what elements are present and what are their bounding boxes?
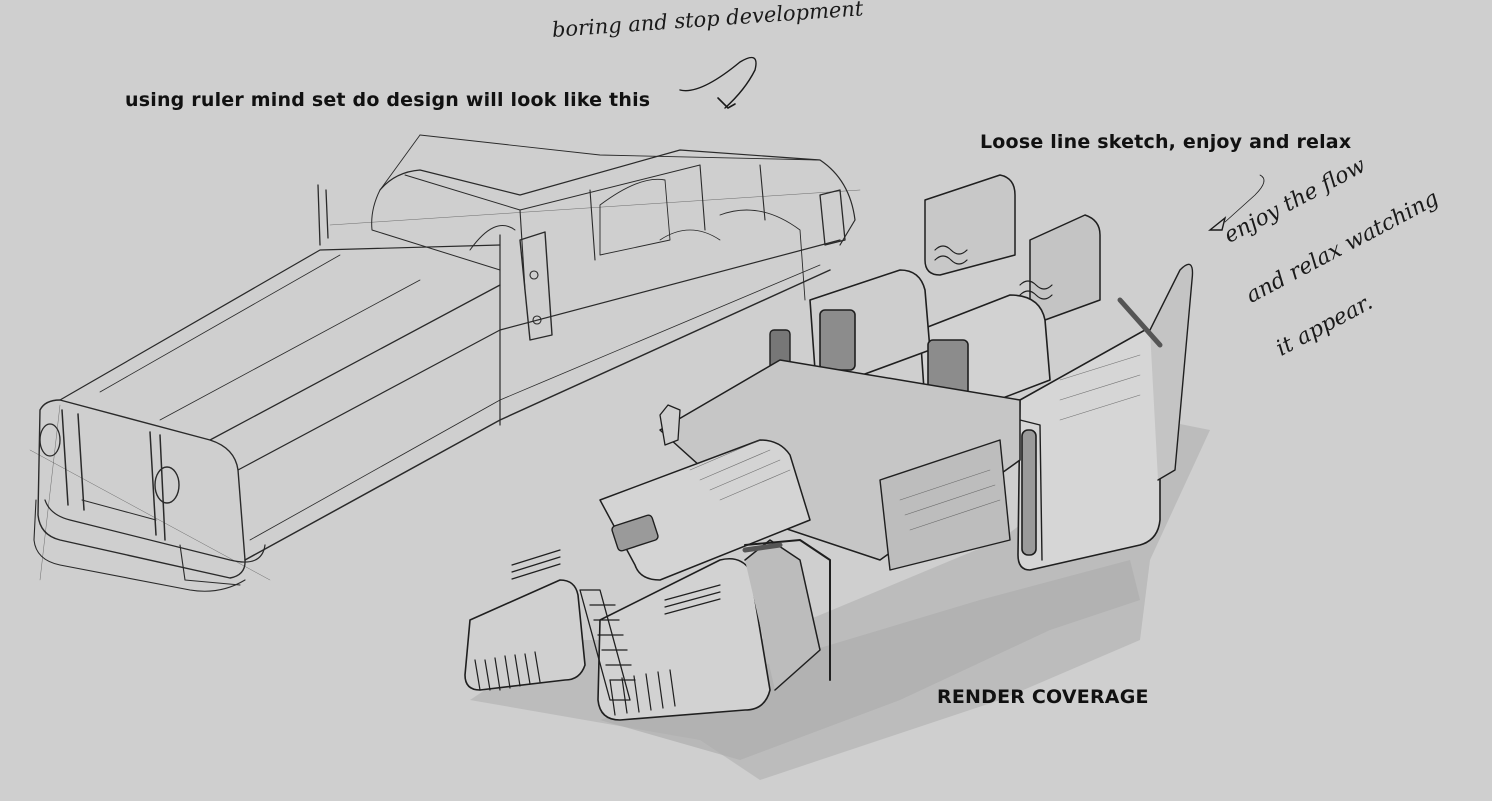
loose-sketch-caption: Loose line sketch, enjoy and relax xyxy=(980,131,1352,153)
render-coverage-caption: RENDER COVERAGE xyxy=(937,686,1149,708)
ruler-car-sketch xyxy=(29,134,861,592)
ruler-mindset-caption: using ruler mind set do design will look… xyxy=(125,89,651,111)
annotation-arrows xyxy=(679,56,1265,231)
loose-vehicle-sketch xyxy=(464,174,1194,721)
